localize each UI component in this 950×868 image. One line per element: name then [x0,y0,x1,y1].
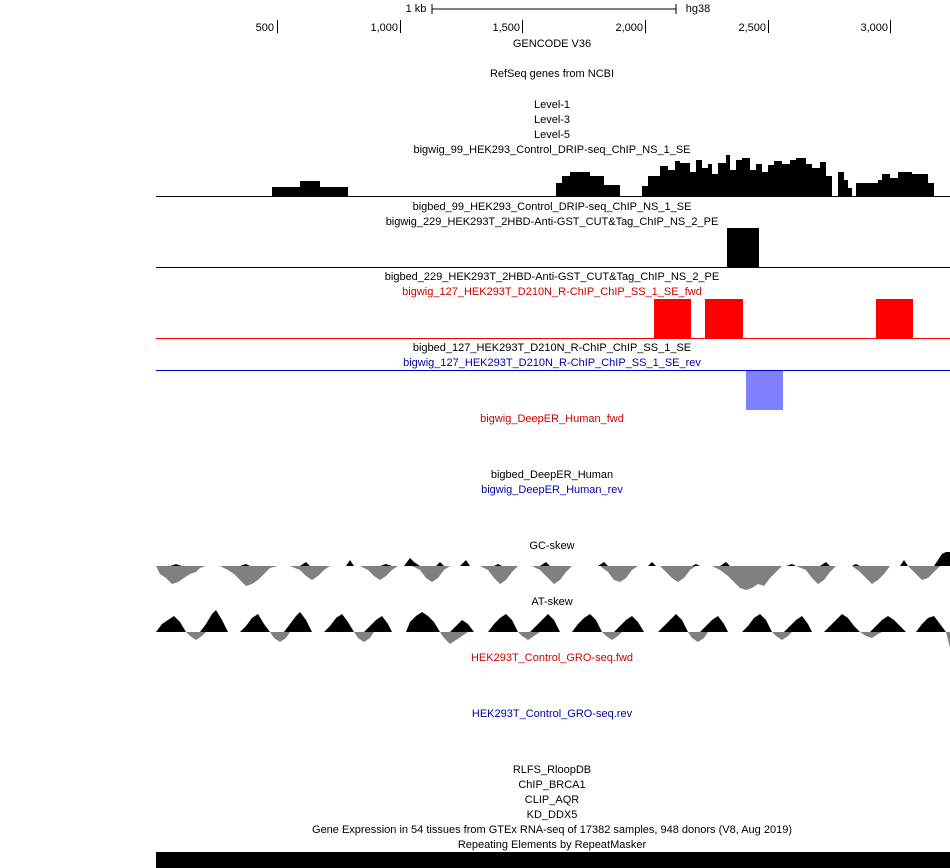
track-label-deeper-rev[interactable]: bigwig_DeepER_Human_rev [481,484,623,496]
ruler-tick-2000: 2,000 [615,22,643,34]
ruler-tick-3000: 3,000 [860,22,888,34]
track-label-gencode[interactable]: GENCODE V36 [512,38,592,50]
track-label-at-skew[interactable]: AT-skew [531,596,573,608]
ruler [277,4,891,33]
track-label-chip-brca1[interactable]: ChIP_BRCA1 [518,779,586,791]
track-label-rchip-rev[interactable]: bigwig_127_HEK293T_D210N_R-ChIP_ChIP_SS_… [403,357,701,369]
at-skew-signal [156,610,950,648]
track-label-cuttag-bigwig[interactable]: bigwig_229_HEK293T_2HBD-Anti-GST_CUT&Tag… [385,216,719,228]
ruler-tick-1000: 1,000 [370,22,398,34]
track-label-gro-fwd[interactable]: HEK293T_Control_GRO-seq.fwd [470,652,634,664]
track-label-gro-rev[interactable]: HEK293T_Control_GRO-seq.rev [471,708,633,720]
gc-skew-signal [156,552,950,590]
track-label-drip-bigwig[interactable]: bigwig_99_HEK293_Control_DRIP-seq_ChIP_N… [413,144,691,156]
cuttag-signal [156,228,950,268]
track-label-kd-ddx5[interactable]: KD_DDX5 [526,809,578,821]
gtex-bar [156,852,950,868]
track-label-level3[interactable]: Level-3 [533,114,571,126]
track-label-repeatmasker[interactable]: Repeating Elements by RepeatMasker [457,839,647,851]
track-label-level5[interactable]: Level-5 [533,129,571,141]
track-label-rchip-fwd[interactable]: bigwig_127_HEK293T_D210N_R-ChIP_ChIP_SS_… [402,286,702,298]
track-label-clip-aqr[interactable]: CLIP_AQR [524,794,580,806]
rchip-fwd-signal [156,299,950,339]
track-label-rchip-bigbed[interactable]: bigbed_127_HEK293T_D210N_R-ChIP_ChIP_SS_… [412,342,692,354]
rchip-rev-signal [156,370,950,410]
scale-label: 1 kb [405,3,427,15]
track-label-deeper-bigbed[interactable]: bigbed_DeepER_Human [490,469,614,481]
track-label-gc-skew[interactable]: GC-skew [529,540,575,552]
track-label-drip-bigbed[interactable]: bigbed_99_HEK293_Control_DRIP-seq_ChIP_N… [412,201,692,213]
track-label-level1[interactable]: Level-1 [533,99,571,111]
track-label-refseq[interactable]: RefSeq genes from NCBI [489,68,615,80]
assembly-label: hg38 [685,3,711,15]
drip-signal [156,155,950,197]
ruler-tick-500: 500 [255,22,274,34]
track-label-gtex[interactable]: Gene Expression in 54 tissues from GTEx … [312,824,792,836]
ruler-tick-2500: 2,500 [738,22,766,34]
track-label-deeper-fwd[interactable]: bigwig_DeepER_Human_fwd [480,413,624,425]
ruler-tick-1500: 1,500 [492,22,520,34]
track-label-cuttag-bigbed[interactable]: bigbed_229_HEK293T_2HBD-Anti-GST_CUT&Tag… [384,271,720,283]
track-label-rlfs[interactable]: RLFS_RloopDB [512,764,592,776]
